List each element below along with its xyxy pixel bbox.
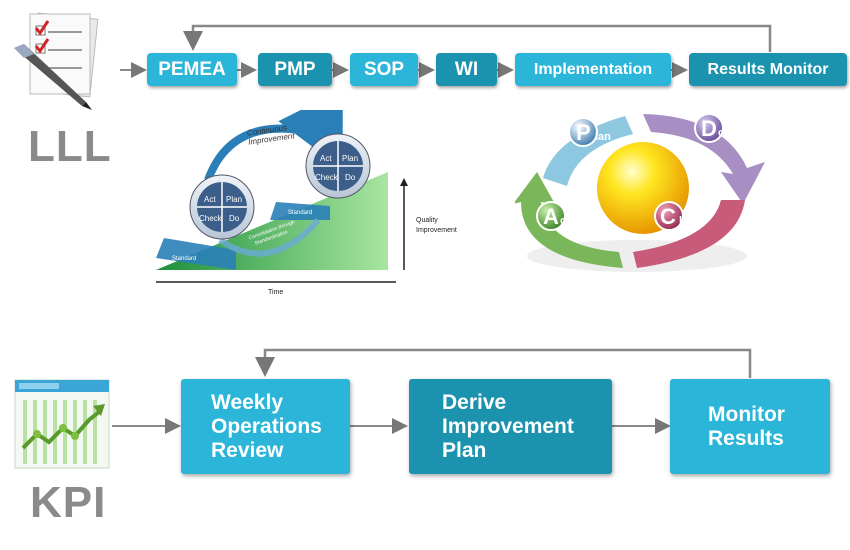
svg-text:Improvement: Improvement: [416, 227, 457, 234]
pdca-plan-label: P lan: [568, 117, 611, 147]
kpi-label: KPI: [30, 478, 107, 527]
kpi-flow-connectors: [112, 348, 752, 434]
svg-text:Do: Do: [345, 173, 356, 182]
flow-step-pemea[interactable]: PEMEA: [147, 53, 237, 86]
pdca-staircase-diagram: Standard Standard Consolidation through …: [156, 110, 457, 296]
svg-text:o: o: [718, 127, 725, 139]
svg-text:Check: Check: [315, 173, 339, 182]
svg-text:heck: heck: [679, 215, 705, 227]
svg-text:ct: ct: [560, 215, 570, 227]
svg-text:Plan: Plan: [226, 195, 242, 204]
quality-axis-label: Quality: [416, 217, 438, 224]
svg-text:Act: Act: [320, 154, 332, 163]
flow-step-results-monitor[interactable]: Results Monitor: [689, 53, 847, 86]
pdca-do-label: D o: [694, 113, 725, 143]
pdca-circle-small: Act Plan Check Do: [189, 174, 255, 240]
lll-flow-connectors: [120, 24, 772, 78]
flow-step-pmp[interactable]: PMP: [258, 53, 332, 86]
svg-text:Do: Do: [229, 214, 240, 223]
pdca-act-label: A ct: [536, 201, 570, 231]
pdca-wheel-diagram: P lan D o C heck A ct: [515, 113, 765, 272]
svg-text:Plan: Plan: [342, 154, 358, 163]
weekly-operations-review-box[interactable]: Weekly Operations Review: [181, 379, 350, 474]
svg-text:lan: lan: [595, 131, 611, 143]
pdca-check-label: C heck: [654, 201, 705, 231]
checklist-icon: [12, 10, 112, 110]
standard-label-1: Standard: [172, 256, 196, 262]
flow-step-wi[interactable]: WI: [436, 53, 497, 86]
derive-improvement-plan-box[interactable]: Derive Improvement Plan: [409, 379, 612, 474]
svg-text:C: C: [660, 204, 676, 229]
svg-text:Act: Act: [204, 195, 216, 204]
flow-step-sop[interactable]: SOP: [350, 53, 418, 86]
pdca-circle-large: Act Plan Check Do: [305, 133, 371, 199]
svg-text:A: A: [543, 204, 559, 229]
monitor-results-box[interactable]: Monitor Results: [670, 379, 830, 474]
svg-text:P: P: [576, 120, 591, 145]
lll-label: LLL: [28, 122, 112, 171]
time-axis-label: Time: [268, 289, 283, 296]
standard-label-2: Standard: [288, 210, 312, 216]
svg-text:D: D: [701, 116, 717, 141]
svg-text:Check: Check: [199, 214, 223, 223]
kpi-chart-icon: [13, 378, 111, 470]
flow-step-implementation[interactable]: Implementation: [515, 53, 671, 86]
